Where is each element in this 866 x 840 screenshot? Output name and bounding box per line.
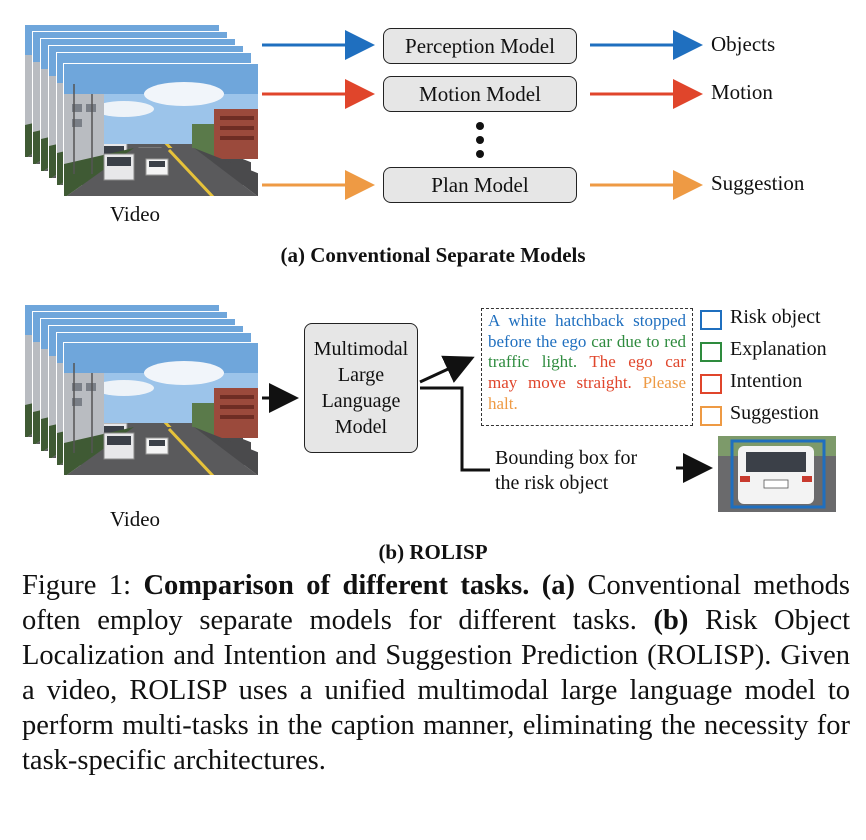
legend-risk-object-swatch [700,310,722,330]
legend-suggestion-swatch [700,406,722,426]
figure-caption-prefix: Figure 1: [22,570,144,601]
output-objects: Objects [711,32,776,56]
legend-suggestion: Suggestion [730,402,819,424]
figure-caption-b-marker: (b) [653,605,689,636]
intention-text: The ego car may move straight. [488,352,687,393]
bounding-box [730,439,826,509]
explanation-text: car due to red traffic light. [488,331,686,372]
video-frame [63,342,259,476]
video-frame [63,63,259,197]
legend-explanation: Explanation [730,338,827,360]
connector-mllm-to-bbox [420,386,490,472]
figure-caption-title: Comparison of different tasks. [143,570,530,601]
mllm-line: Large [337,364,385,386]
arrow-mllm-to-text [419,355,475,384]
part-b-arrows [262,355,713,483]
risk-object-text: A white hatchback stopped before the ego [488,311,686,351]
video-label-a: Video [110,202,161,226]
part-a-arrows [262,30,703,200]
risk-object-crop [718,436,836,512]
bbox-label-line: Bounding box for [495,447,638,469]
bbox-label: Bounding box for the risk object [495,446,637,496]
output-motion: Motion [711,80,773,104]
ellipsis-dot [476,122,484,130]
legend-explanation-swatch [700,342,722,362]
mllm-line: Multimodal [313,338,409,360]
figure-caption-a-marker: (a) [541,570,575,601]
figure-caption-b-text: Risk Object Localization and Intention a… [22,605,851,776]
figure-caption: Figure 1: Comparison of different tasks.… [22,568,850,778]
motion-model-box: Motion Model [383,76,577,112]
legend-intention-swatch [700,374,722,394]
caption-part-b: (b) ROLISP [378,540,488,564]
caption-output-text: A white hatchback stopped before the ego… [481,308,693,426]
mllm-line: Model [334,416,388,438]
figure-caption-a-text: Conventional methods often employ separa… [22,570,851,636]
bbox-label-line: the risk object [495,472,609,494]
plan-model-box: Plan Model [383,167,577,203]
mllm-box: Multimodal Large Language Model [304,323,418,453]
perception-model-box: Perception Model [383,28,577,64]
legend-risk-object: Risk object [730,306,821,328]
video-label-b: Video [110,507,161,531]
legend-intention: Intention [730,370,803,392]
ellipsis-dot [476,136,484,144]
ellipsis-dot [476,150,484,158]
output-suggestion: Suggestion [711,171,805,195]
mllm-line: Language [321,390,401,412]
suggestion-text: Please halt. [488,373,687,413]
caption-part-a: (a) Conventional Separate Models [280,243,586,267]
